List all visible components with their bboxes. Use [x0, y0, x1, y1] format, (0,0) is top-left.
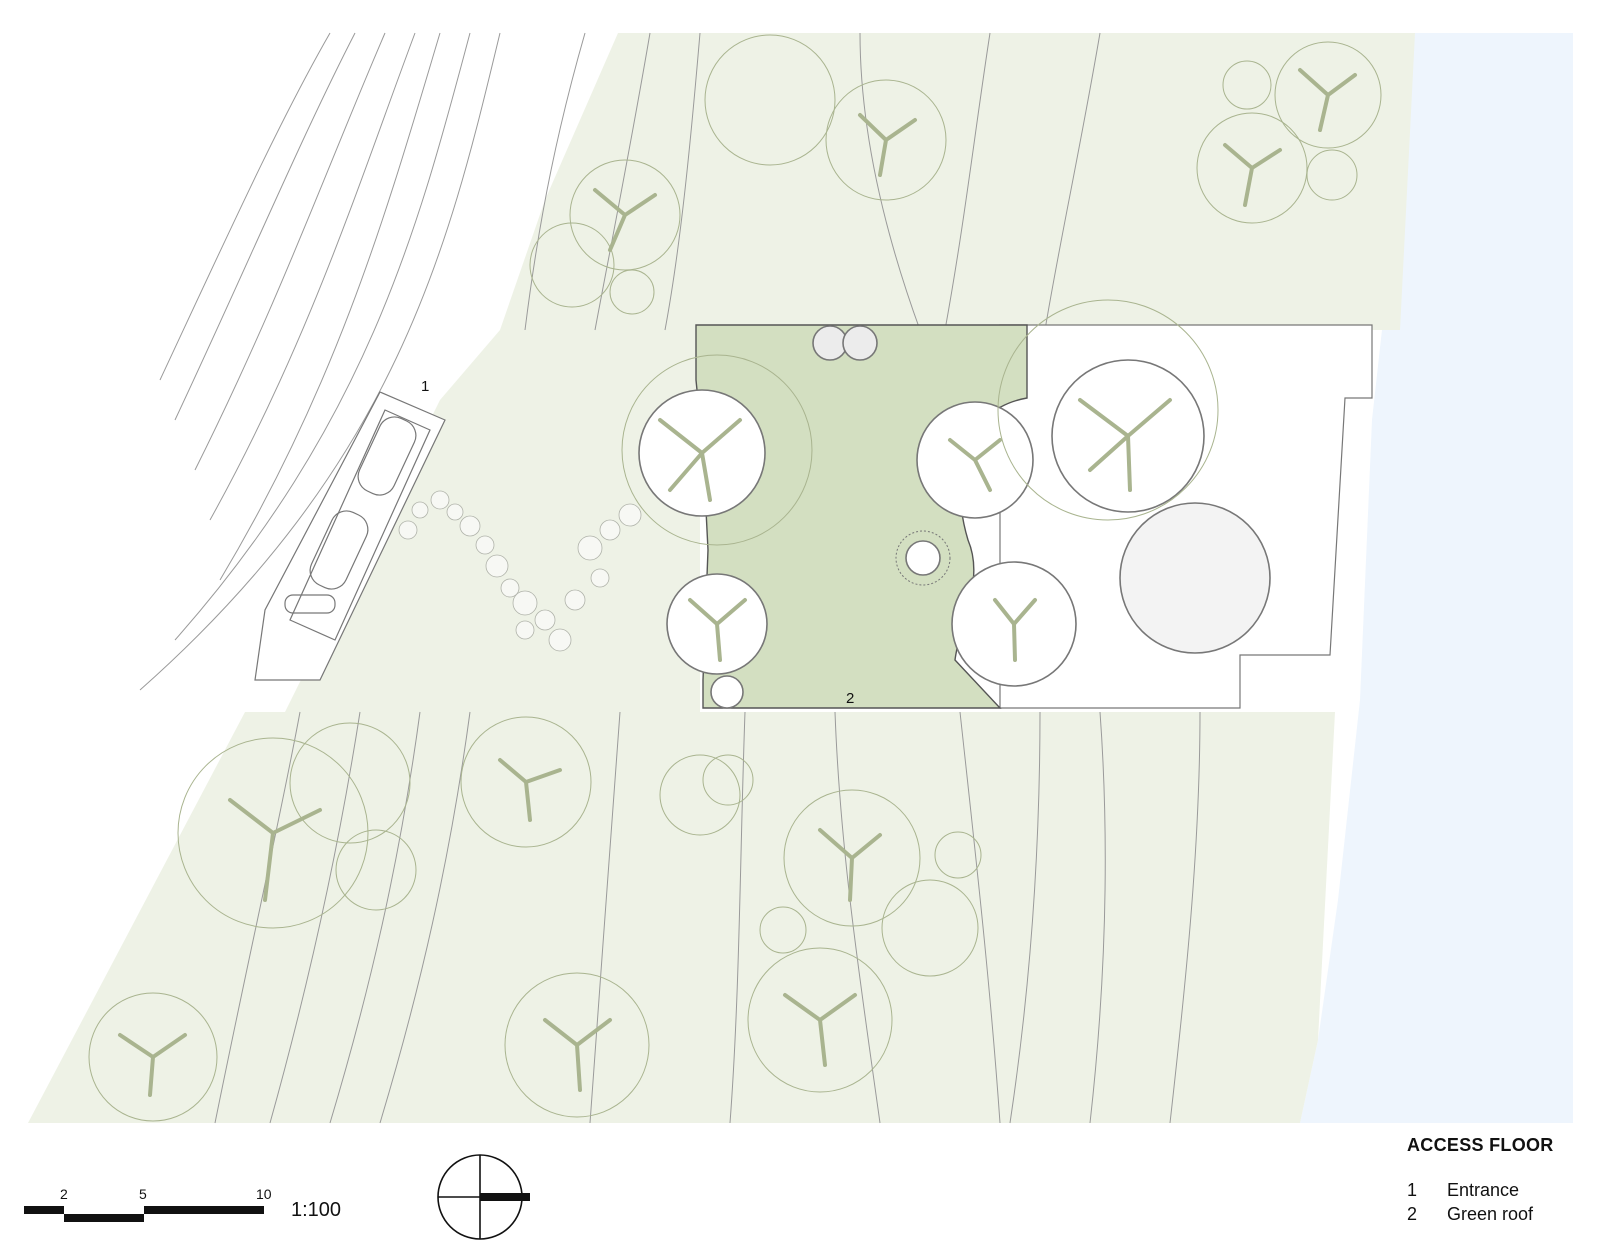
terrain-upper — [500, 33, 1415, 330]
scale-tick-2: 2 — [60, 1186, 68, 1202]
north-arrow-icon — [437, 1154, 530, 1240]
entrance-carport — [254, 391, 446, 681]
legend-item-label: Entrance — [1447, 1180, 1520, 1200]
terrain-middle — [285, 330, 700, 712]
water-area — [1300, 33, 1573, 1123]
scale-ratio: 1:100 — [291, 1199, 342, 1221]
legend-item-label: Green roof — [1447, 1204, 1534, 1224]
legend-item-number: 1 — [1407, 1180, 1418, 1200]
contour-lines — [139, 32, 1201, 1124]
terrain-lower — [28, 712, 1335, 1123]
legend-item-green-roof: 2 Green roof — [1407, 1204, 1533, 1225]
stepping-stones — [398, 490, 642, 652]
legend-item-number: 2 — [1407, 1204, 1418, 1224]
legend-item-entrance: 1 Entrance — [1407, 1180, 1519, 1201]
scale-bar — [24, 1206, 264, 1222]
callout-entrance: 1 — [421, 378, 430, 395]
tree-canopies — [88, 34, 1382, 1122]
legend-title: ACCESS FLOOR — [1407, 1135, 1554, 1155]
scale-tick-10: 10 — [256, 1186, 272, 1202]
tree-branches — [118, 68, 1357, 1097]
callout-green-roof: 2 — [846, 690, 855, 707]
scale-tick-5: 5 — [139, 1186, 147, 1202]
sunburst-marker — [895, 530, 951, 586]
